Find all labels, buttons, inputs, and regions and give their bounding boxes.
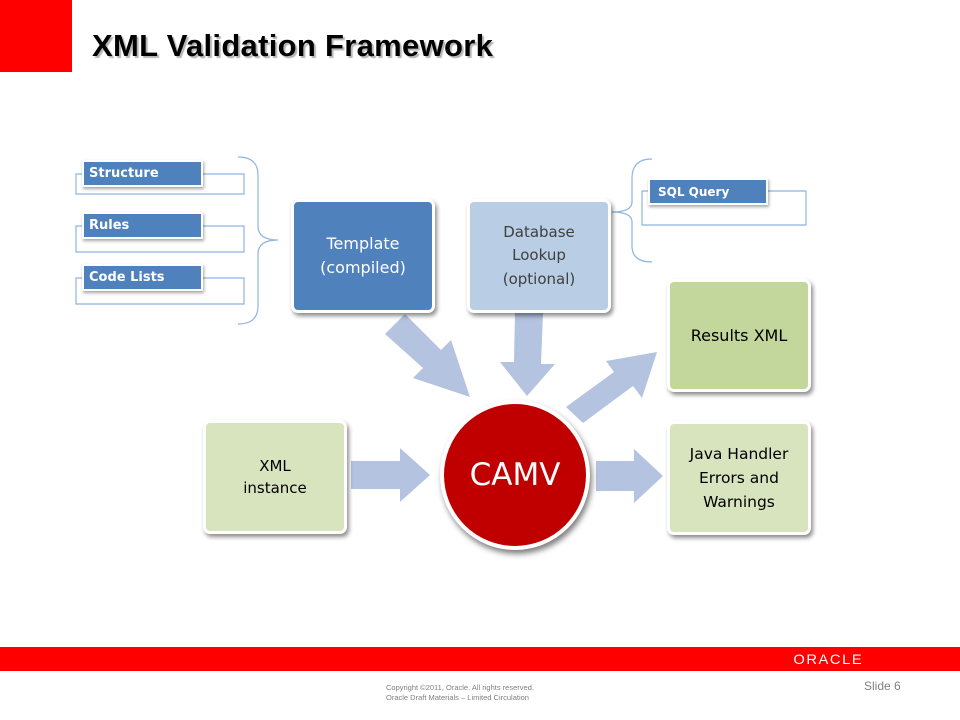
template-line1: Template bbox=[326, 234, 400, 253]
copyright-notice: Copyright ©2011, Oracle. All rights rese… bbox=[386, 683, 534, 703]
flow-arrows bbox=[351, 313, 663, 503]
rules-label: Rules bbox=[82, 212, 203, 239]
structure-label: Structure bbox=[82, 160, 203, 187]
db-input-brackets bbox=[611, 158, 807, 263]
oracle-logo: ORACLE bbox=[793, 651, 864, 667]
header-accent-square bbox=[0, 0, 72, 72]
template-box: Template (compiled) bbox=[291, 199, 435, 313]
footer-red-bar bbox=[0, 647, 960, 671]
java-handler-box: Java Handler Errors and Warnings bbox=[667, 421, 811, 535]
slide-number: Slide 6 bbox=[864, 679, 901, 693]
java-line1: Java Handler bbox=[689, 444, 789, 463]
copyright-line2: Oracle Draft Materials – Limited Circula… bbox=[386, 692, 529, 702]
database-lookup-box: Database Lookup (optional) bbox=[467, 199, 611, 313]
slide-title: XML Validation Framework bbox=[92, 28, 494, 63]
template-input-brackets bbox=[75, 156, 279, 325]
xml-line2: instance bbox=[243, 479, 307, 497]
java-line2: Errors and bbox=[699, 468, 779, 487]
arrow-camv-to-results bbox=[566, 352, 657, 423]
code-lists-label: Code Lists bbox=[82, 264, 203, 291]
xml-instance-box: XML instance bbox=[203, 420, 347, 534]
camv-label: CAMV bbox=[469, 457, 561, 493]
db-line3: (optional) bbox=[502, 269, 576, 288]
arrow-xml-to-camv bbox=[351, 448, 430, 502]
template-line2: (compiled) bbox=[320, 258, 406, 277]
copyright-line1: Copyright ©2011, Oracle. All rights rese… bbox=[386, 683, 534, 692]
java-line3: Warnings bbox=[703, 493, 775, 511]
arrow-template-to-camv bbox=[385, 314, 470, 397]
arrow-camv-to-java bbox=[596, 449, 663, 503]
db-line1: Database bbox=[503, 223, 575, 242]
arrow-db-to-camv bbox=[500, 313, 555, 396]
db-line2: Lookup bbox=[512, 246, 566, 265]
results-xml-box: Results XML bbox=[667, 279, 811, 392]
sql-query-label: SQL Query bbox=[648, 178, 768, 205]
camv-circle: CAMV bbox=[440, 400, 590, 550]
results-label: Results XML bbox=[690, 326, 788, 345]
xml-line1: XML bbox=[259, 456, 291, 475]
